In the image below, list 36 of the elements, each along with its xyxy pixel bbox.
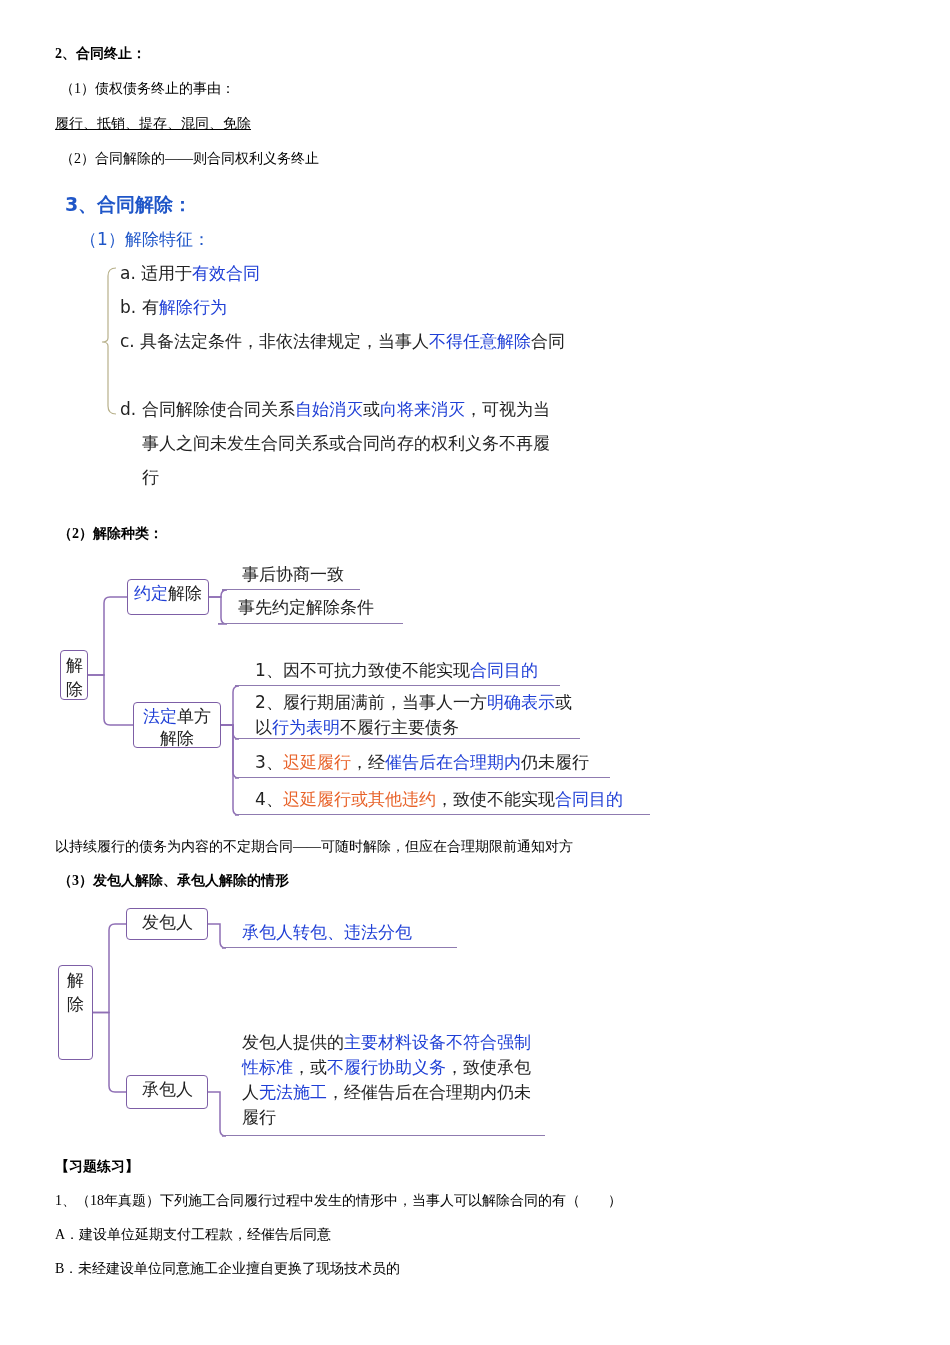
branch-text: 事先约定解除条件 — [218, 595, 403, 624]
list-item: c. 具备法定条件，非依法律规定，当事人不得任意解除合同 — [120, 330, 567, 353]
category-box: 法定单方解除 — [133, 702, 221, 748]
connector-line — [220, 724, 240, 816]
subheading: （1）解除特征： — [80, 228, 210, 251]
list-item: d. 合同解除使合同关系自始消灭或向将来消灭，可视为当事人之间未发生合同关系或合同尚存的权利义务不再履行 — [120, 398, 551, 489]
category-box: 约定解除 — [127, 579, 209, 615]
section-heading: 2、合同终止： — [55, 45, 146, 63]
branch-text: 2、履行期届满前，当事人一方明确表示或以行为表明不履行主要债务 — [235, 690, 580, 739]
category-box: 承包人 — [126, 1075, 208, 1109]
section-heading: 【习题练习】 — [55, 1158, 139, 1176]
answer-option: B．未经建设单位同意施工企业擅自更换了现场技术员的 — [55, 1260, 401, 1278]
body-text: （2）合同解除的——则合同权利义务终止 — [60, 150, 319, 168]
connector-line — [87, 674, 134, 726]
branch-text: 1、因不可抗力致使不能实现合同目的 — [235, 658, 560, 686]
list-item: a. 适用于有效合同 — [120, 262, 262, 285]
connector-line — [207, 923, 227, 949]
connector-line — [208, 596, 228, 625]
branch-text: 4、迟延履行或其他违约，致使不能实现合同目的 — [235, 787, 650, 815]
branch-text: 事后协商一致 — [222, 562, 360, 590]
branch-text: 3、迟延履行，经催告后在合理期内仍未履行 — [235, 750, 610, 778]
branch-text: 承包人转包、违法分包 — [222, 920, 457, 948]
body-text: 履行、抵销、提存、混同、免除 — [55, 115, 251, 133]
section-heading: （2）解除种类： — [58, 525, 163, 543]
branch-text: 发包人提供的主要材料设备不符合强制性标准，或不履行协助义务，致使承包人无法施工，经催告后在合理期内仍未履行 — [222, 1030, 545, 1136]
body-text: （1）债权债务终止的事由： — [60, 80, 235, 98]
section-heading: （3）发包人解除、承包人解除的情形 — [58, 872, 289, 890]
root-box: 解除 — [60, 650, 88, 700]
list-item: b. 有解除行为 — [120, 296, 228, 319]
connector-line — [207, 1091, 227, 1137]
category-box: 发包人 — [126, 908, 208, 940]
body-text: 以持续履行的债务为内容的不定期合同——可随时解除，但应在合理期限前通知对方 — [55, 838, 573, 856]
question-text: 1、（18年真题）下列施工合同履行过程中发生的情形中，当事人可以解除合同的有（ ） — [55, 1192, 622, 1210]
answer-option: A．建设单位延期支付工程款，经催告后同意 — [55, 1226, 332, 1244]
section-heading: 3、合同解除： — [65, 192, 193, 217]
root-box: 解除 — [58, 965, 93, 1060]
